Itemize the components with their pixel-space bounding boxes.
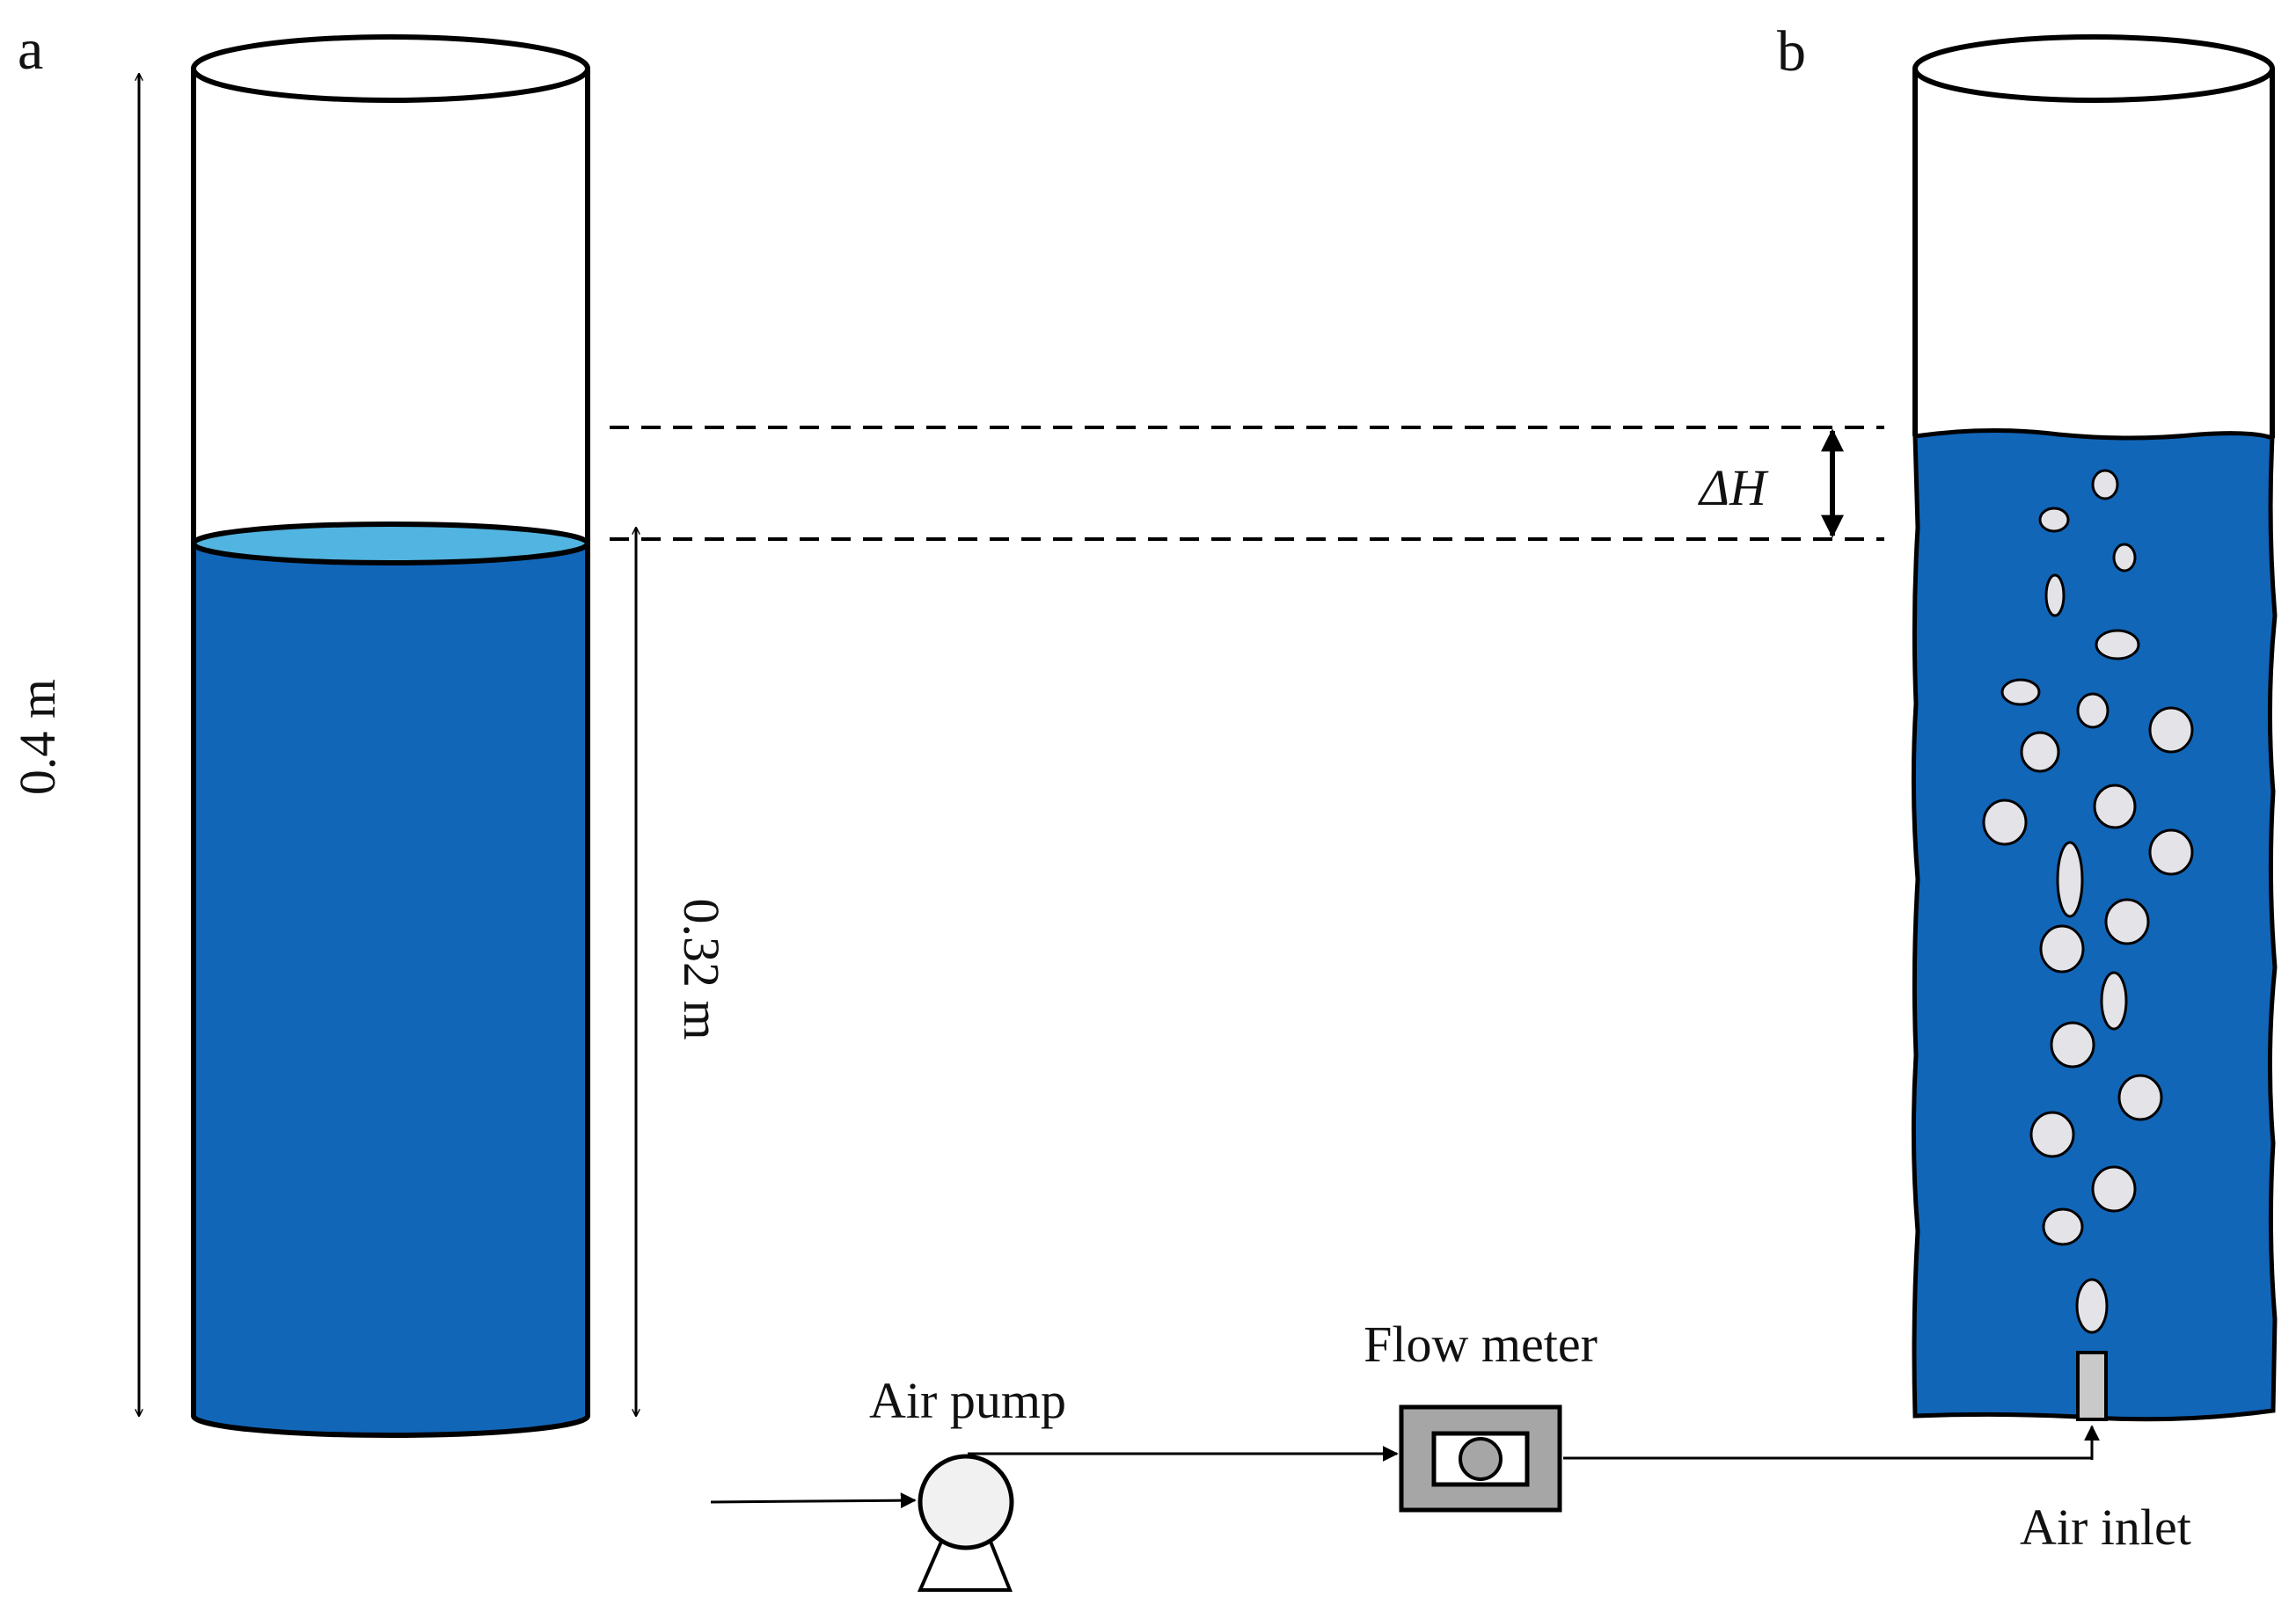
- panel-label-b: b: [1777, 19, 1806, 84]
- air-inlet-label: Air inlet: [2020, 1499, 2191, 1556]
- bubble: [2095, 629, 2140, 660]
- feed-line-to-pump: [710, 1492, 917, 1509]
- column-b: [1911, 34, 2278, 1422]
- bubble: [2042, 1207, 2084, 1246]
- flow-meter-float: [1459, 1437, 1503, 1481]
- bubble: [1982, 799, 2028, 846]
- delta-h-label: ΔH: [1698, 459, 1769, 516]
- column-b-top-rim: [1912, 34, 2275, 103]
- bubble: [2056, 841, 2084, 918]
- flow-meter: [1399, 1404, 1562, 1513]
- bubble: [2091, 469, 2119, 500]
- bubble: [2039, 924, 2085, 974]
- bubble: [2148, 828, 2194, 876]
- bubble: [2117, 1074, 2163, 1121]
- bubble: [2091, 1165, 2137, 1213]
- bubble: [2148, 706, 2194, 754]
- total-height-label: 0.4 m: [9, 679, 66, 795]
- bubble: [2104, 898, 2150, 945]
- column-a-liquid-surface: [191, 522, 590, 565]
- air-inlet-nozzle: [2076, 1351, 2108, 1421]
- bubble: [2075, 1278, 2109, 1334]
- bubble: [2029, 1111, 2075, 1158]
- column-a-liquid: [191, 541, 590, 1438]
- flow-meter-label: Flow meter: [1364, 1316, 1598, 1373]
- bubble: [2076, 692, 2110, 729]
- air-pump-label: Air pump: [869, 1372, 1066, 1429]
- bubble: [2020, 731, 2060, 773]
- bubble: [2112, 543, 2137, 573]
- liquid-height-label: 0.32 m: [673, 898, 730, 1039]
- column-a-top-rim: [191, 34, 590, 103]
- bubble: [2093, 784, 2137, 829]
- column-b-liquid: [1911, 427, 2278, 1422]
- air-pump: [917, 1454, 1014, 1592]
- bubble: [2100, 971, 2128, 1031]
- column-a: [191, 34, 590, 1438]
- bubble: [2044, 573, 2066, 617]
- bubble: [2000, 678, 2041, 706]
- flow-meter-to-inlet-line: [1563, 1439, 2094, 1460]
- bubble: [2038, 507, 2070, 533]
- bubble: [2050, 1021, 2095, 1069]
- gas-bubbles: [1982, 469, 2194, 1334]
- air-pump-body: [918, 1454, 1014, 1550]
- panel-label-a: a: [18, 18, 43, 82]
